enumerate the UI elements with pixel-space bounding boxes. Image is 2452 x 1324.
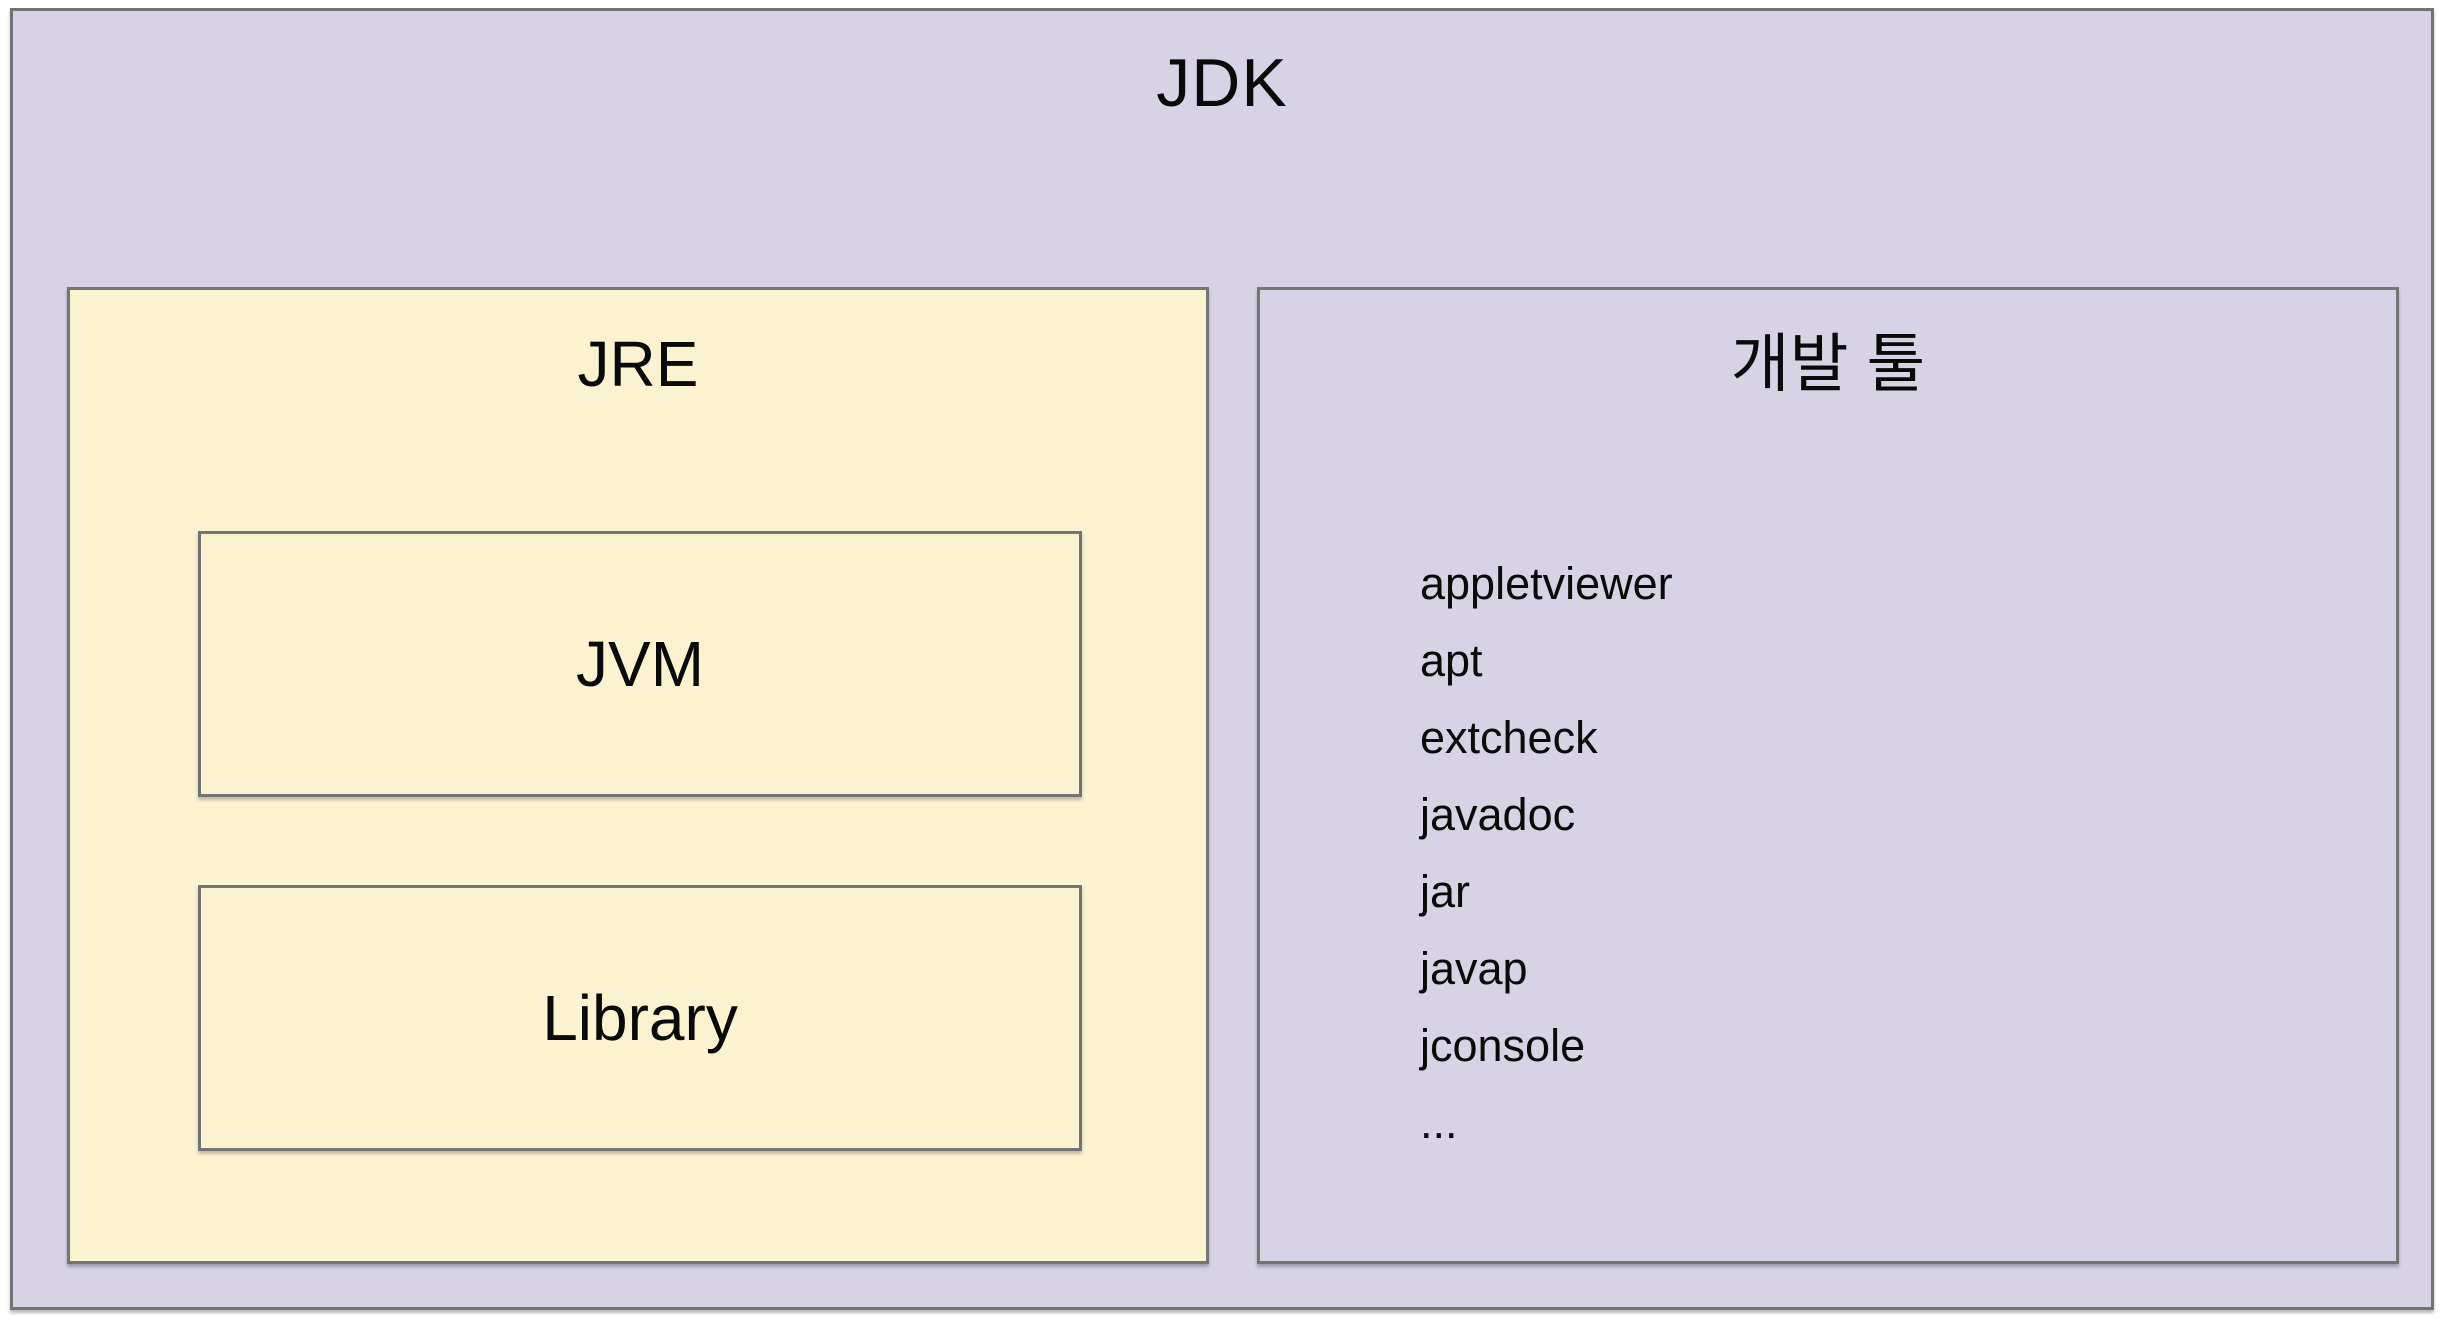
- dev-tools-box: 개발 툴 appletviewer apt extcheck javadoc j…: [1257, 287, 2399, 1264]
- dev-tools-title: 개발 툴: [1730, 328, 1926, 400]
- dev-tools-list: appletviewer apt extcheck javadoc jar ja…: [1420, 545, 1673, 1161]
- tool-item-appletviewer: appletviewer: [1420, 558, 1673, 609]
- tool-item-javap: javap: [1420, 943, 1528, 994]
- library-label: Library: [542, 982, 738, 1054]
- jvm-label: JVM: [576, 628, 704, 700]
- jre-label: JRE: [577, 328, 699, 400]
- jdk-container-box: JDK JRE JVM Library 개발 툴 appletviewer ap…: [10, 8, 2434, 1310]
- tool-item-ellipsis: ...: [1420, 1097, 1458, 1148]
- jvm-box: JVM: [198, 531, 1082, 797]
- jre-box: JRE JVM Library: [67, 287, 1209, 1264]
- library-box: Library: [198, 885, 1082, 1151]
- tool-item-extcheck: extcheck: [1420, 712, 1598, 763]
- tool-item-jconsole: jconsole: [1420, 1020, 1586, 1071]
- tool-item-apt: apt: [1420, 635, 1483, 686]
- tool-item-jar: jar: [1420, 866, 1471, 917]
- tool-item-javadoc: javadoc: [1420, 789, 1576, 840]
- jdk-label: JDK: [1156, 45, 1288, 121]
